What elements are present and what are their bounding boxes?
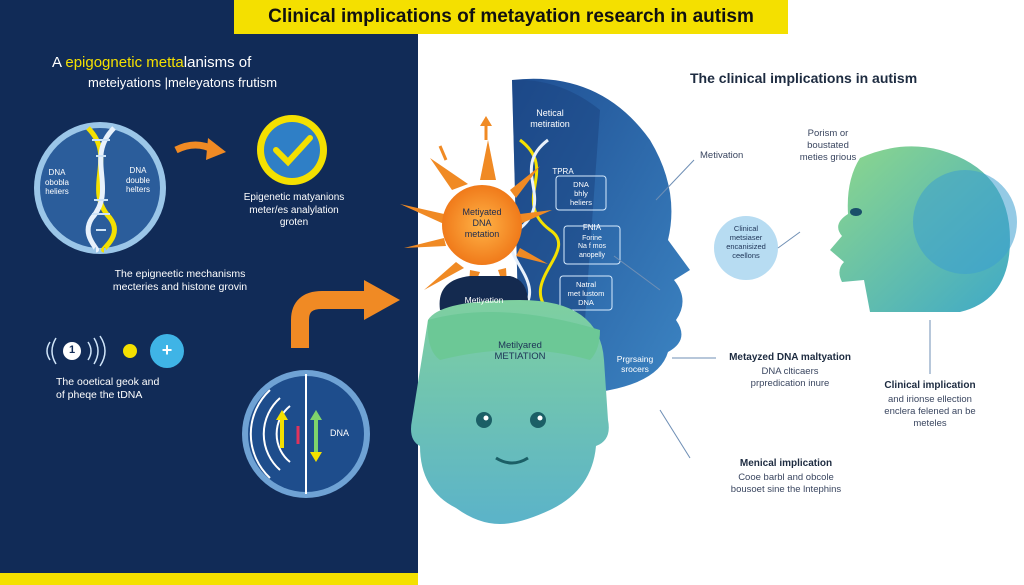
clinical-impl-body: and irionse ellection enclera felened an… bbox=[884, 394, 976, 429]
heading-prefix: A bbox=[52, 54, 66, 71]
clinical-bubble-text: Clinical metsiaser encanisized ceellons bbox=[726, 224, 766, 260]
mech-caption: The epigneetic mechanisms mecteries and … bbox=[112, 268, 248, 294]
bottom-yellow-bar bbox=[0, 573, 418, 585]
dna-label-right: DNA double helters bbox=[125, 166, 151, 195]
medical-body: Cooe barbl and obcole bousoet sine the l… bbox=[730, 472, 842, 495]
metyzed-body: DNA clticaers prpredication inure bbox=[750, 366, 830, 389]
prgrsing-label: Prgrsaing srocers bbox=[616, 354, 654, 375]
child-head bbox=[411, 300, 609, 524]
sun-circle bbox=[442, 185, 522, 265]
tpna-label: TPRA bbox=[552, 167, 574, 176]
arrow-right-large bbox=[291, 291, 370, 348]
info-box-3 bbox=[559, 275, 613, 311]
info-box-3-text: Natral met lustom DNA bbox=[567, 280, 605, 307]
dna-circle-label: DNA bbox=[330, 428, 350, 438]
child-label: Metilyared METIATION bbox=[494, 340, 546, 363]
info-box-2 bbox=[563, 225, 621, 265]
medical-title: Menical implication bbox=[739, 458, 833, 469]
heading-suffix: lanisms of bbox=[183, 54, 252, 71]
dna-helix-circle bbox=[34, 122, 166, 254]
left-heading-line2: meteiyations |meleyatons frutism bbox=[88, 75, 278, 90]
sun-label: Metiyated DNA metation bbox=[462, 207, 502, 239]
clinical-bubble bbox=[714, 216, 778, 280]
plus-icon: + bbox=[161, 340, 173, 360]
up-arrows bbox=[438, 124, 488, 161]
info-box-1 bbox=[555, 175, 607, 211]
heading-highlight: epigognetic metta bbox=[65, 54, 184, 71]
icon-digit: 1 bbox=[68, 344, 76, 356]
left-heading-line1: A epigognetic mettalanisms of bbox=[52, 54, 251, 73]
netical-label: Netical metiration bbox=[530, 108, 570, 129]
bottom-caption: The ooetical geok and of pheqe the tDNA bbox=[56, 376, 160, 402]
epi-caption: Epigenetic matyanions meter/es analylati… bbox=[243, 192, 345, 228]
dna-ring-circle bbox=[242, 370, 370, 498]
right-heading: The clinical implications in autism bbox=[690, 70, 918, 86]
page-title: Clinical implications of metayation rese… bbox=[234, 0, 788, 34]
cap-label: Metiyation bbox=[464, 295, 504, 305]
dna-label-left: DNA obobla heliers bbox=[44, 168, 70, 197]
info-box-2-text: Forine Na f mos anopelly bbox=[577, 235, 606, 259]
porism-label: Porism or boustated meties grious bbox=[799, 128, 857, 163]
connector-lines bbox=[613, 159, 931, 459]
metyzed-title: Metayzed DNA maltyation bbox=[729, 352, 851, 363]
check-circle bbox=[257, 115, 327, 185]
metivation-label: Metivation bbox=[700, 150, 744, 161]
signal-icons bbox=[46, 334, 184, 368]
info-box-2-title: FNIA bbox=[582, 223, 602, 232]
clinical-impl-title: Clinical implication bbox=[884, 380, 976, 391]
info-box-1-text: DNA bhly heliers bbox=[569, 180, 593, 207]
